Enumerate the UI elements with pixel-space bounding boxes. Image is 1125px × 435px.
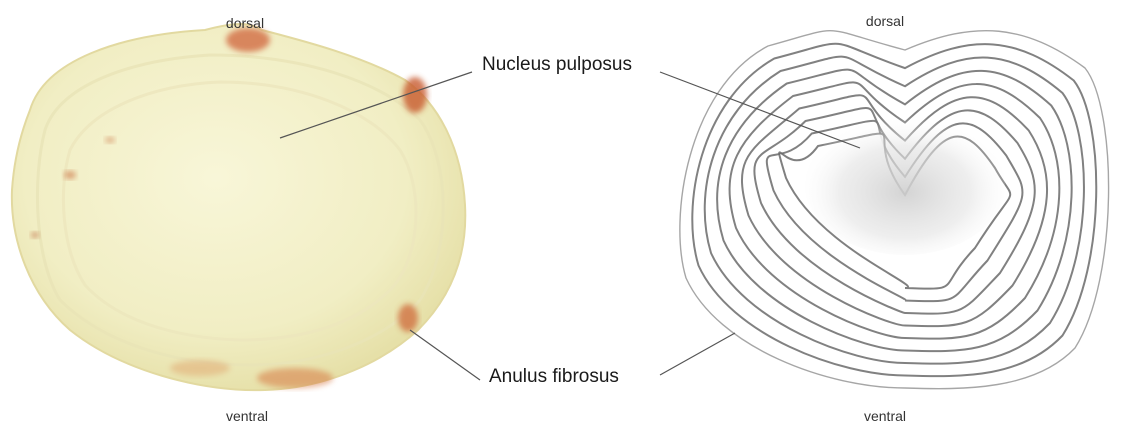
- label-nucleus-pulposus: Nucleus pulposus: [482, 54, 632, 76]
- orientation-ventral-left: ventral: [226, 408, 268, 424]
- orientation-dorsal-left: dorsal: [226, 15, 264, 31]
- leader-nucleus-right: [660, 72, 860, 148]
- label-anulus-fibrosus: Anulus fibrosus: [489, 366, 619, 388]
- disc-schematic: [680, 31, 1109, 389]
- leader-anulus-right: [660, 333, 735, 375]
- orientation-dorsal-right: dorsal: [866, 13, 904, 29]
- leader-anulus-left: [410, 330, 480, 380]
- disc-specimen-photo: [12, 24, 465, 390]
- orientation-ventral-right: ventral: [864, 408, 906, 424]
- nucleus-shading: [805, 115, 1005, 255]
